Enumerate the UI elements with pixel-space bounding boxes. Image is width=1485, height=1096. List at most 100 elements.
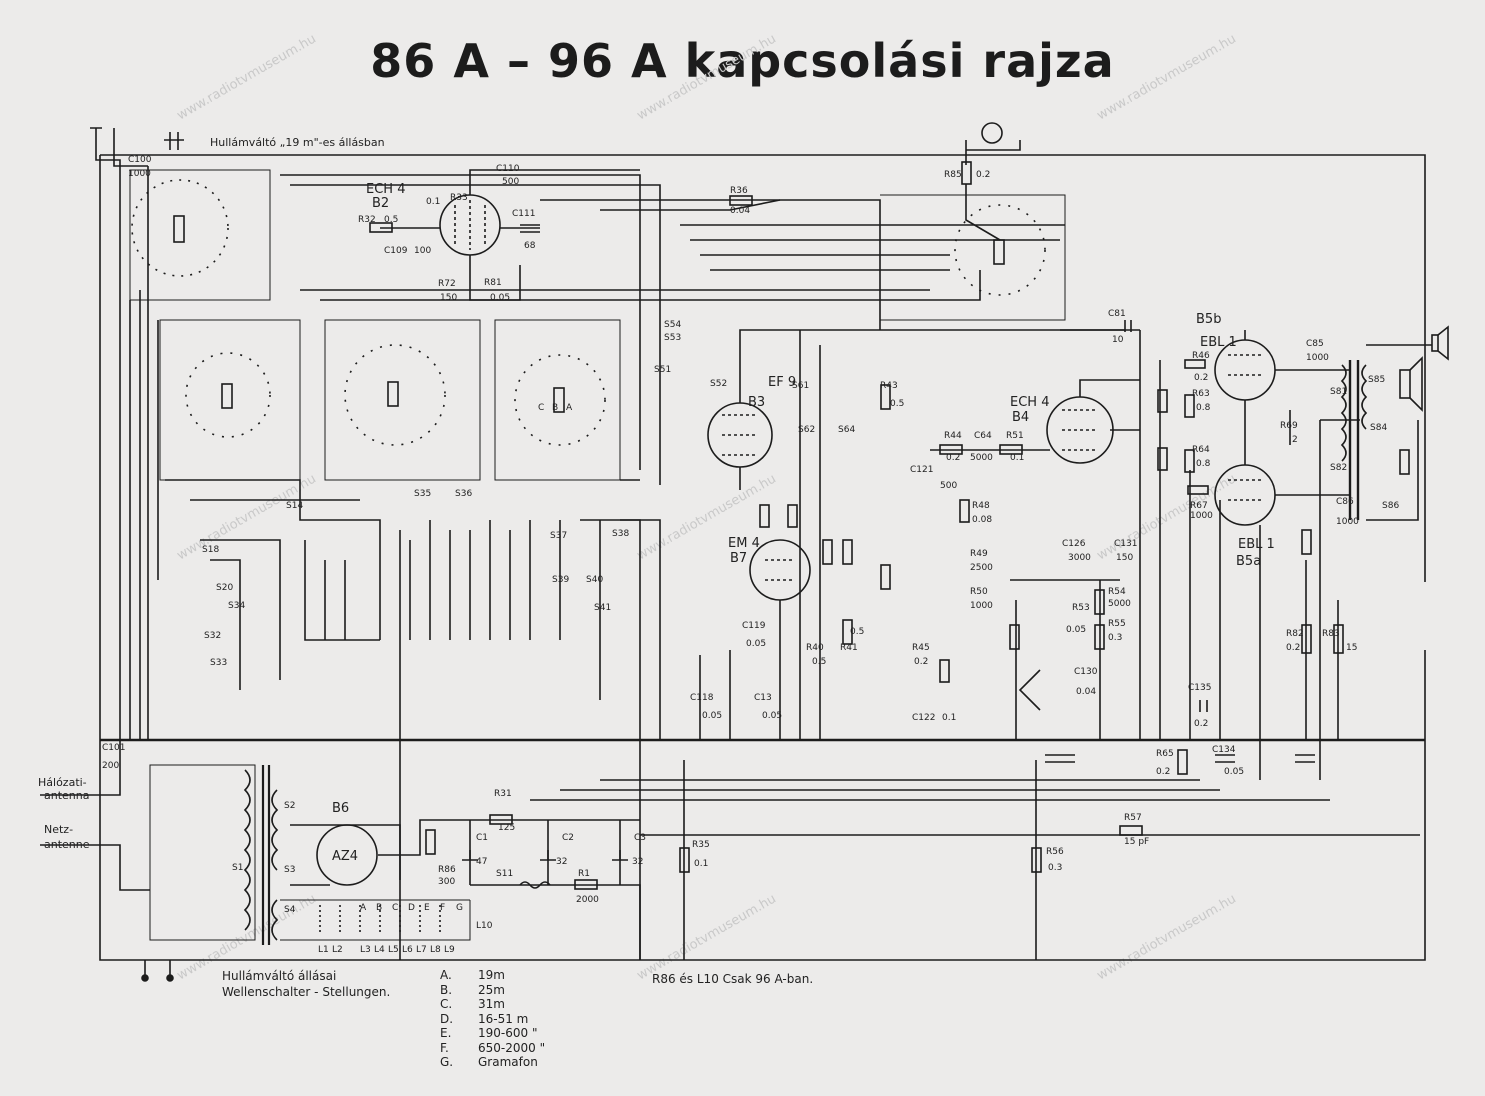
band-letter: D [408, 903, 415, 913]
value-c134: 0.05 [1224, 767, 1244, 777]
label-c126: C126 [1062, 539, 1086, 549]
band-letter: C [392, 903, 398, 913]
label-c134: C134 [1212, 745, 1236, 755]
label-c122: C122 [912, 713, 935, 723]
coil-label: L3 [360, 945, 371, 955]
value-r32: 0.5 [384, 215, 398, 225]
output-transformer [1348, 360, 1360, 520]
label-c85: C85 [1306, 339, 1324, 349]
value-r51: 0.1 [1010, 453, 1024, 463]
band-row: D.16-51 m [440, 1011, 529, 1026]
coil-label: L8 [430, 945, 441, 955]
value-r82: 0.2 [1286, 643, 1300, 653]
label-r53: R53 [1072, 603, 1090, 613]
r32-resistor [369, 222, 393, 233]
top-note: Hullámváltó „19 m"-es állásban [210, 136, 385, 149]
r36-resistor [729, 195, 753, 206]
label-r83: R83 [1322, 629, 1340, 639]
value-c85: 1000 [1306, 353, 1329, 363]
label-c110: C110 [496, 164, 520, 174]
transformer-label: S2 [284, 801, 295, 811]
label-r49: R49 [970, 549, 988, 559]
mains-switch-block [149, 764, 256, 941]
switch-label: S53 [664, 333, 681, 343]
switch-label: S20 [216, 583, 233, 593]
halozati-antenna-1: Hálózati- [38, 776, 87, 789]
netz-antenne-1: Netz- [44, 823, 73, 836]
label-r35: R35 [692, 840, 710, 850]
label-c119: C119 [742, 621, 766, 631]
value-r83: 15 [1346, 643, 1357, 653]
band-row: F.650-2000 " [440, 1040, 546, 1055]
value-c135: 0.2 [1194, 719, 1208, 729]
tube-b2-ref: B2 [372, 196, 389, 211]
label-r1: R1 [578, 869, 590, 879]
value-c1: 47 [476, 857, 487, 867]
switch-label: S32 [204, 631, 221, 641]
value-c100: 1000 [128, 169, 151, 179]
tube-labels: ECH 4 B2 EF 9 B3 ECH 4 B4 EM 4 B7 EBL 1 … [332, 182, 1275, 864]
value-r57: 15 pF [1124, 837, 1149, 847]
switch-label: S14 [286, 501, 303, 511]
footnote: R86 és L10 Csak 96 A-ban. [652, 972, 814, 986]
chassis-side [99, 155, 1426, 961]
value-r81: 0.05 [490, 293, 510, 303]
label-r63: R63 [1192, 389, 1210, 399]
value-c86: 1000 [1336, 517, 1359, 527]
value-r45: 0.2 [914, 657, 928, 667]
coil-group-3 [159, 319, 301, 481]
value-r65: 0.2 [1156, 767, 1170, 777]
tube-b6-ref: B6 [332, 801, 349, 816]
value-r31: 125 [498, 823, 515, 833]
netz-antenne-2: antenne [44, 838, 90, 851]
value-c64: 5000 [970, 453, 993, 463]
tube-b3-ref: B3 [748, 395, 765, 410]
label-c131: C131 [1114, 539, 1137, 549]
switch-label: S11 [496, 869, 513, 879]
label-c121: C121 [910, 465, 933, 475]
band-legend: A.19m B.25m C.31m D.16-51 m E.190-600 " … [440, 968, 545, 1070]
label-r65: R65 [1156, 749, 1174, 759]
switch-label: S41 [594, 603, 611, 613]
label-c64: C64 [974, 431, 992, 441]
chassis-top [100, 154, 1426, 582]
band-row: E.190-600 " [440, 1026, 538, 1040]
band-letter: C [538, 403, 544, 413]
value-r35: 0.1 [694, 859, 708, 869]
value-r46: 0.2 [1194, 373, 1208, 383]
label-c86: C86 [1336, 497, 1354, 507]
switch-label: S81 [1330, 387, 1347, 397]
wiring [40, 122, 1449, 982]
band-row: C.31m [440, 997, 505, 1011]
value-r40: 0.5 [812, 657, 826, 667]
watermark-3: www.radiotvmuseum.hu [1095, 31, 1239, 123]
antenna-terminals [90, 127, 184, 150]
label-r50: R50 [970, 587, 988, 597]
value-c118: 0.05 [702, 711, 722, 721]
label-r48: R48 [972, 501, 990, 511]
tube-b2-type: ECH 4 [366, 182, 405, 197]
band-row: A.19m [440, 968, 505, 982]
coil-label: L5 [388, 945, 399, 955]
value-r63: 0.8 [1196, 403, 1211, 413]
value-r56: 0.3 [1048, 863, 1062, 873]
tube-b5b-ref: B5b [1196, 312, 1221, 327]
value-r44: 0.2 [946, 453, 960, 463]
value-r69: 2 [1292, 435, 1298, 445]
value-c110: 500 [502, 177, 519, 187]
transformer-label: S3 [284, 865, 295, 875]
output-terminal-icon [981, 122, 1003, 144]
value-c126: 3000 [1068, 553, 1091, 563]
label-c111: C111 [512, 209, 535, 219]
r31-resistor [489, 814, 513, 825]
value-c81: 10 [1112, 335, 1124, 345]
band-letter: E [424, 903, 430, 913]
value-r50: 1000 [970, 601, 993, 611]
label-c101: C101 [102, 743, 125, 753]
value-r43: 0.5 [890, 399, 904, 409]
coil-label: L7 [416, 945, 427, 955]
page-title: 86 A – 96 A kapcsolási rajza [370, 34, 1115, 88]
switch-label: S36 [455, 489, 472, 499]
switch-label: S86 [1382, 501, 1399, 511]
value-r55: 0.3 [1108, 633, 1122, 643]
